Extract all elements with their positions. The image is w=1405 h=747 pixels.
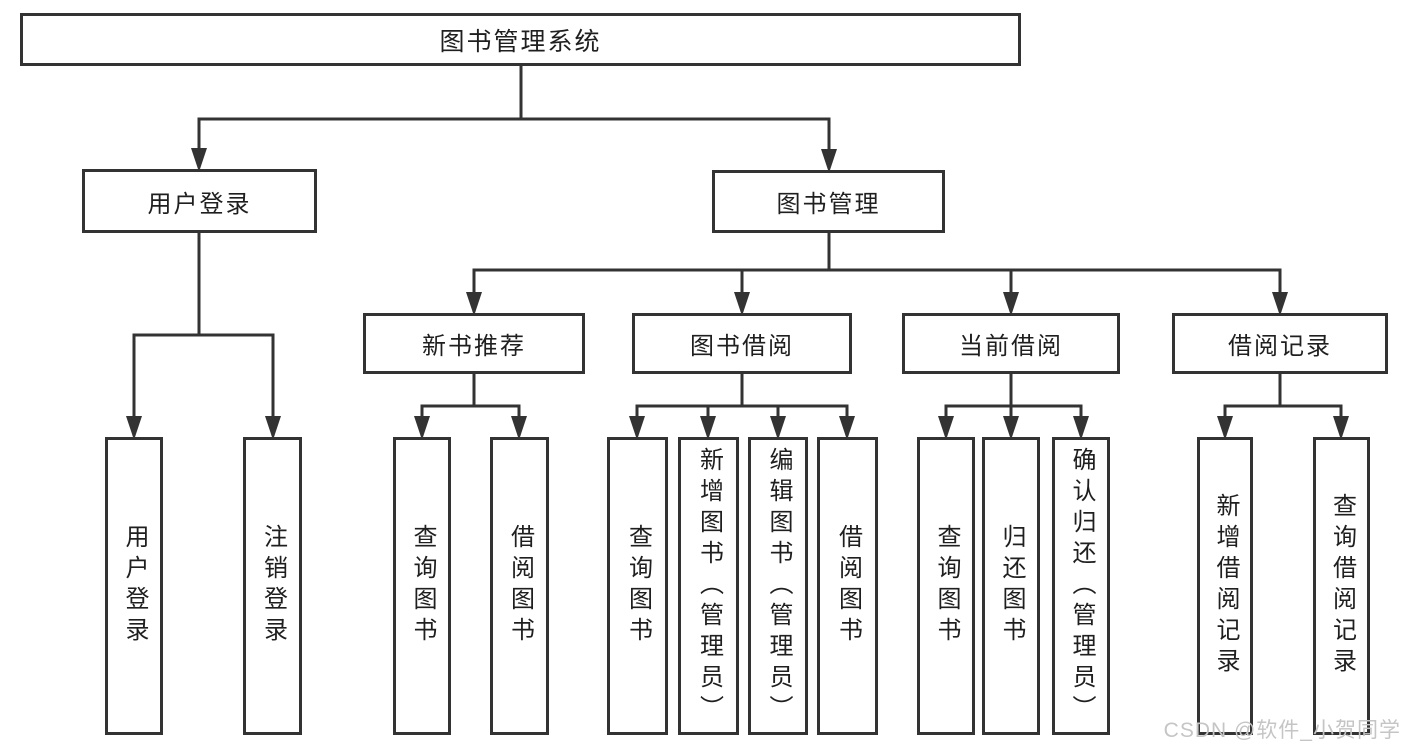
leaf-add-borrow-record-label: 新增借阅记录 [1212,493,1239,679]
leaf-query-books-current-label: 查询图书 [933,524,960,648]
node-book-borrow: 图书借阅 [632,313,852,374]
node-borrow-records-label: 借阅记录 [1228,333,1332,360]
leaf-add-borrow-record: 新增借阅记录 [1197,437,1253,735]
node-user-login: 用户登录 [82,169,317,233]
leaf-borrow-books: 借阅图书 [817,437,878,735]
node-borrow-records: 借阅记录 [1172,313,1388,374]
leaf-query-books-borrow: 查询图书 [607,437,668,735]
leaf-user-login-label: 用户登录 [121,524,148,648]
leaf-logout-label: 注销登录 [259,524,287,648]
csdn-watermark: CSDN @软件_小贺同学 [1163,719,1401,742]
node-new-book-recommend: 新书推荐 [363,313,585,374]
leaf-query-books-current: 查询图书 [917,437,975,735]
leaf-borrow-books-label: 借阅图书 [834,524,862,648]
leaf-add-book-admin: 新增图书（管理员） [678,437,739,735]
tree-edges [132,66,1343,436]
leaf-query-books-recommend-label: 查询图书 [409,524,436,648]
node-current-borrow: 当前借阅 [902,313,1120,374]
node-book-borrow-label: 图书借阅 [690,333,794,360]
leaf-borrow-books-recommend-label: 借阅图书 [506,524,534,648]
leaf-confirm-return-admin: 确认归还（管理员） [1052,437,1110,735]
leaf-query-books-recommend: 查询图书 [393,437,451,735]
node-root-label: 图书管理系统 [439,27,602,56]
node-user-login-label: 用户登录 [147,190,252,218]
leaf-return-books-label: 归还图书 [998,524,1025,648]
leaf-add-book-admin-label: 新增图书（管理员） [695,446,723,726]
leaf-return-books: 归还图书 [982,437,1040,735]
arrowheads [126,148,1349,440]
node-book-management: 图书管理 [712,170,945,233]
leaf-query-borrow-record: 查询借阅记录 [1313,437,1370,735]
node-root-system: 图书管理系统 [20,13,1021,66]
leaf-confirm-return-admin-label: 确认归还（管理员） [1068,446,1095,726]
leaf-borrow-books-recommend: 借阅图书 [490,437,549,735]
node-book-management-label: 图书管理 [776,191,881,218]
leaf-logout: 注销登录 [243,437,302,735]
node-current-borrow-label: 当前借阅 [959,333,1063,360]
leaf-query-borrow-record-label: 查询借阅记录 [1328,493,1356,679]
leaf-edit-book-admin-label: 编辑图书（管理员） [765,446,792,726]
leaf-query-books-borrow-label: 查询图书 [624,524,652,648]
leaf-edit-book-admin: 编辑图书（管理员） [748,437,808,735]
node-new-book-recommend-label: 新书推荐 [422,333,526,360]
leaf-user-login: 用户登录 [105,437,163,735]
